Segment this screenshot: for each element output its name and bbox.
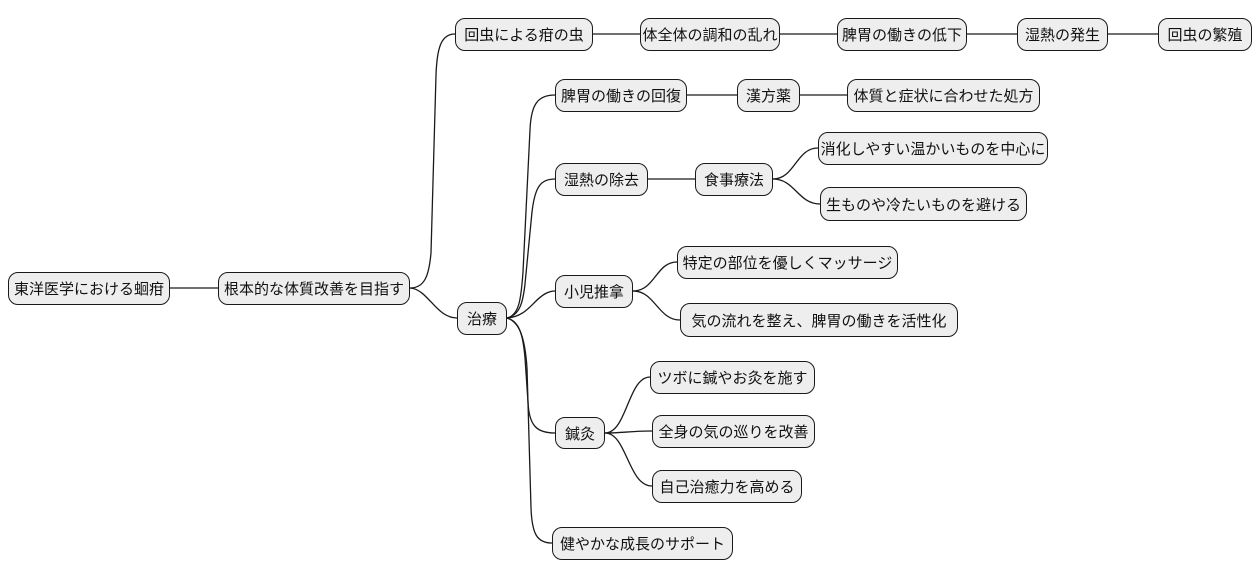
node-damp-heat-removal[interactable]: 湿熱の除去 [555, 163, 648, 196]
edge-tuina-massage [632, 261, 678, 292]
edge-treatment-growth [506, 317, 553, 544]
edge-diet-avoidcold [772, 178, 821, 205]
edge-acupuncture-points [604, 376, 651, 434]
node-improve-qi-circulation[interactable]: 全身の気の巡りを改善 [652, 415, 815, 448]
node-gentle-massage[interactable]: 特定の部位を優しくマッサージ [677, 246, 898, 279]
node-prescription-by-constitution[interactable]: 体質と症状に合わせた処方 [847, 79, 1040, 112]
node-diet-therapy[interactable]: 食事療法 [695, 163, 773, 196]
node-pediatric-tuina[interactable]: 小児推拿 [555, 275, 633, 308]
edge-acupuncture-selfhealing [604, 432, 653, 487]
node-healthy-growth-support[interactable]: 健やかな成長のサポート [552, 527, 733, 560]
edge-tuina-qiflow [632, 290, 681, 321]
edge-treatment-tuina [506, 290, 556, 319]
node-spleen-stomach-recovery[interactable]: 脾胃の働きの回復 [555, 79, 687, 112]
node-regulate-qi-flow[interactable]: 気の流れを整え、脾胃の働きを活性化 [680, 303, 958, 337]
edge-goal-treatment [409, 287, 458, 319]
node-spleen-stomach-decline[interactable]: 脾胃の働きの低下 [837, 18, 967, 51]
node-root[interactable]: 東洋医学における蛔疳 [8, 272, 170, 305]
node-avoid-raw-cold-foods[interactable]: 生ものや冷たいものを避ける [820, 187, 1027, 221]
node-treatment[interactable]: 治療 [457, 302, 507, 335]
edge-treatment-dampheat-removal [506, 178, 556, 319]
node-warm-digestible-foods[interactable]: 消化しやすい温かいものを中心に [818, 132, 1048, 165]
node-roundworm-proliferation[interactable]: 回虫の繁殖 [1158, 18, 1252, 51]
edge-treatment-recovery [506, 94, 556, 319]
edge-acupuncture-circulation [604, 430, 653, 434]
node-needle-moxa-on-points[interactable]: ツボに鍼やお灸を施す [650, 361, 815, 394]
edge-treatment-acupuncture [506, 317, 556, 434]
edge-diet-warmfoods [772, 147, 819, 180]
node-kampo-medicine[interactable]: 漢方薬 [737, 79, 800, 112]
node-goal[interactable]: 根本的な体質改善を目指す [218, 272, 410, 305]
node-damp-heat-occurrence[interactable]: 湿熱の発生 [1017, 18, 1108, 51]
node-acupuncture-moxibustion[interactable]: 鍼灸 [555, 417, 605, 449]
edge-goal-cause [409, 33, 456, 289]
node-enhance-self-healing[interactable]: 自己治癒力を高める [652, 470, 802, 503]
node-body-harmony-disruption[interactable]: 体全体の調和の乱れ [640, 18, 780, 51]
node-cause-kan-no-mushi[interactable]: 回虫による疳の虫 [455, 18, 593, 51]
